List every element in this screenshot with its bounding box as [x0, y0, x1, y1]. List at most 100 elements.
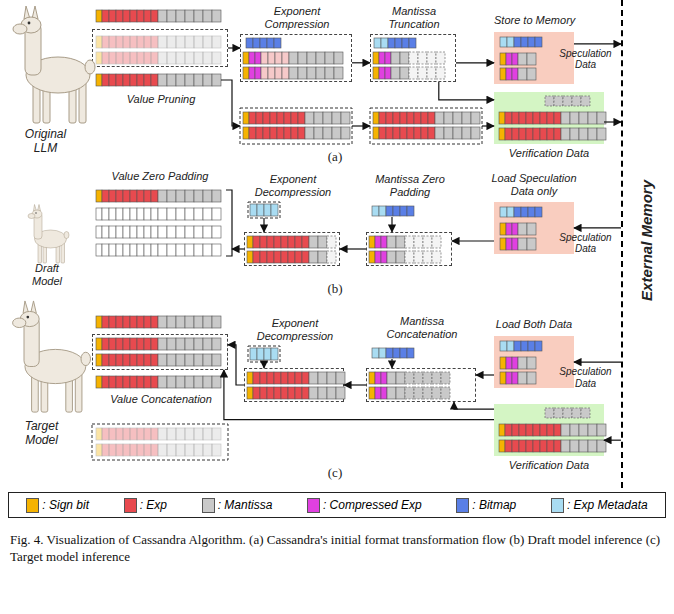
stage-heading: Verification Data — [494, 459, 604, 472]
bit-cell — [137, 208, 144, 220]
bit-cell — [137, 190, 144, 202]
bit-cell — [96, 10, 102, 22]
bit-cell — [102, 36, 109, 48]
stage-heading: Exponent Decompression — [245, 173, 341, 198]
bit-cell — [379, 112, 386, 124]
dashed-group — [248, 202, 280, 218]
bit-cell — [270, 112, 277, 124]
bit-cell — [194, 52, 203, 64]
bit-cell — [137, 36, 144, 48]
bit-cell — [144, 226, 151, 238]
bit-cell — [109, 444, 116, 456]
bit-cell — [526, 440, 533, 452]
bit-cell — [432, 251, 441, 263]
bit-cell — [109, 354, 116, 366]
bit-cell — [167, 226, 176, 238]
bit-cell — [518, 357, 527, 369]
bit-cell — [130, 208, 137, 220]
bit-cell — [400, 52, 409, 64]
bit-row — [500, 357, 536, 369]
bit-cell — [176, 10, 185, 22]
bit-cell — [400, 206, 407, 216]
bit-cell — [288, 372, 295, 384]
bit-cell — [316, 52, 325, 64]
bit-cell — [512, 238, 518, 250]
pruning-group: Value Pruning — [92, 29, 228, 67]
bit-cell — [123, 338, 130, 350]
bit-cell — [123, 428, 130, 440]
bit-cell — [151, 244, 158, 256]
bit-cell — [453, 127, 462, 139]
bit-cell — [519, 440, 526, 452]
bit-cell — [405, 372, 414, 384]
bit-row — [499, 128, 606, 140]
bit-cell — [243, 52, 249, 64]
bit-cell — [194, 338, 203, 350]
bit-cell — [194, 208, 203, 220]
llama-snout — [13, 318, 26, 328]
bit-cell — [386, 206, 393, 216]
bit-cell — [185, 316, 194, 328]
bit-cell — [540, 128, 547, 140]
bit-cell — [373, 52, 379, 64]
bit-row — [369, 251, 441, 263]
bit-cell — [405, 236, 414, 248]
bit-cell — [527, 223, 536, 235]
legend-swatch — [26, 498, 39, 513]
bit-cell — [130, 354, 137, 366]
bit-cell — [521, 341, 528, 351]
bit-cell — [260, 387, 267, 399]
flow-arrow — [391, 359, 392, 368]
bit-row — [247, 387, 345, 399]
bit-cell — [314, 127, 323, 139]
bit-cell — [158, 244, 167, 256]
bit-cell — [302, 236, 309, 248]
panel-tag: (c) — [318, 466, 352, 481]
legend-text: : Bitmap — [472, 498, 516, 512]
bit-cell — [533, 440, 540, 452]
llama-leg — [69, 81, 76, 123]
bit-cell — [151, 226, 158, 238]
bit-cell — [336, 372, 345, 384]
bit-cell — [109, 338, 116, 350]
bit-cell — [444, 112, 453, 124]
flow-connector — [344, 384, 366, 385]
bit-cell — [102, 316, 109, 328]
bit-cell — [116, 74, 123, 86]
bit-cell — [302, 251, 309, 263]
bit-cell — [194, 190, 203, 202]
bit-cell — [402, 38, 409, 48]
stage-heading: Load Speculation Data only — [484, 172, 584, 197]
bit-row — [499, 112, 606, 124]
bit-cell — [281, 251, 288, 263]
bit-cell — [519, 112, 526, 124]
bit-cell — [400, 67, 409, 79]
bit-cell — [109, 10, 116, 22]
bit-cell — [373, 112, 379, 124]
legend-item: : Bitmap — [456, 498, 516, 513]
llama-eye — [28, 22, 31, 25]
bit-cell — [309, 236, 318, 248]
bit-cell — [545, 96, 554, 106]
bit-cell — [176, 338, 185, 350]
bit-cell — [436, 67, 445, 79]
bit-cell — [123, 376, 130, 388]
memory-title: External Memory — [638, 180, 655, 301]
llama-ear — [31, 301, 37, 313]
bit-cell — [387, 372, 396, 384]
bit-cell — [130, 190, 137, 202]
bit-cell — [505, 440, 512, 452]
zero-padding-group: Value Zero Padding — [92, 186, 232, 258]
bit-cell — [185, 428, 194, 440]
bit-cell — [500, 372, 506, 384]
bit-cell — [521, 207, 528, 217]
bit-cell — [151, 190, 158, 202]
flow-connector — [352, 62, 370, 63]
bit-cell — [462, 127, 471, 139]
bit-cell — [247, 372, 253, 384]
bit-cell — [526, 112, 533, 124]
bit-cell — [116, 52, 123, 64]
bit-cell — [253, 387, 260, 399]
bit-cell — [275, 52, 282, 64]
bit-cell — [212, 316, 221, 328]
